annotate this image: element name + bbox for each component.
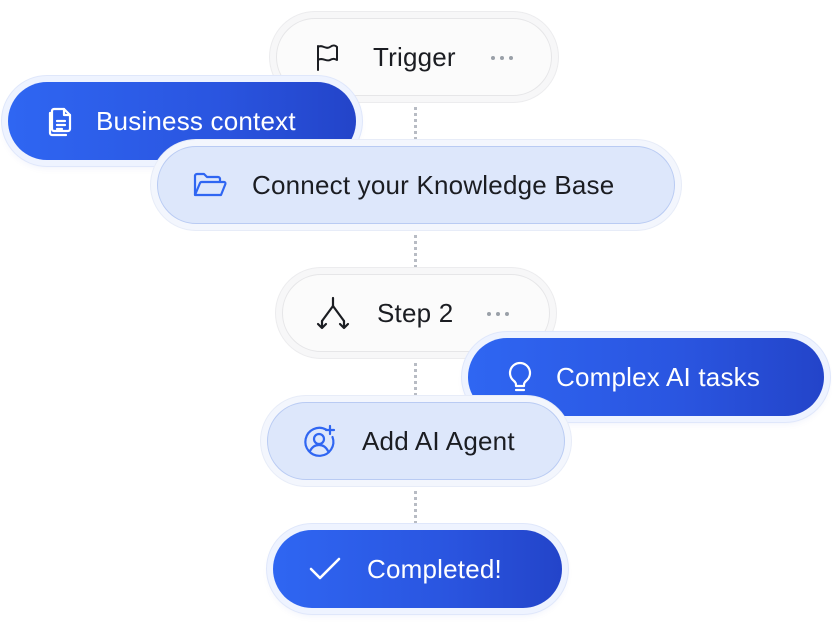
split-arrows-icon	[313, 295, 353, 331]
knowledge-base-label: Connect your Knowledge Base	[252, 169, 615, 200]
connector-line	[414, 356, 417, 402]
trigger-label: Trigger	[373, 41, 456, 72]
more-options-icon[interactable]	[491, 56, 513, 60]
document-icon	[42, 105, 78, 137]
step2-label: Step 2	[377, 297, 454, 328]
lightbulb-icon	[502, 360, 538, 394]
connector-line	[414, 100, 417, 146]
user-add-icon	[300, 423, 338, 459]
add-ai-agent-label: Add AI Agent	[362, 425, 515, 456]
folder-open-icon	[190, 169, 230, 201]
connector-line	[414, 228, 417, 274]
more-options-icon[interactable]	[487, 312, 509, 316]
business-context-label: Business context	[96, 105, 296, 136]
complex-ai-tasks-label: Complex AI tasks	[556, 361, 761, 392]
flag-icon	[309, 41, 345, 73]
completed-pill[interactable]: Completed!	[273, 530, 562, 608]
knowledge-base-pill[interactable]: Connect your Knowledge Base	[157, 146, 675, 224]
completed-label: Completed!	[367, 553, 502, 584]
add-ai-agent-pill[interactable]: Add AI Agent	[267, 402, 565, 480]
connector-line	[414, 484, 417, 530]
check-icon	[307, 554, 343, 584]
